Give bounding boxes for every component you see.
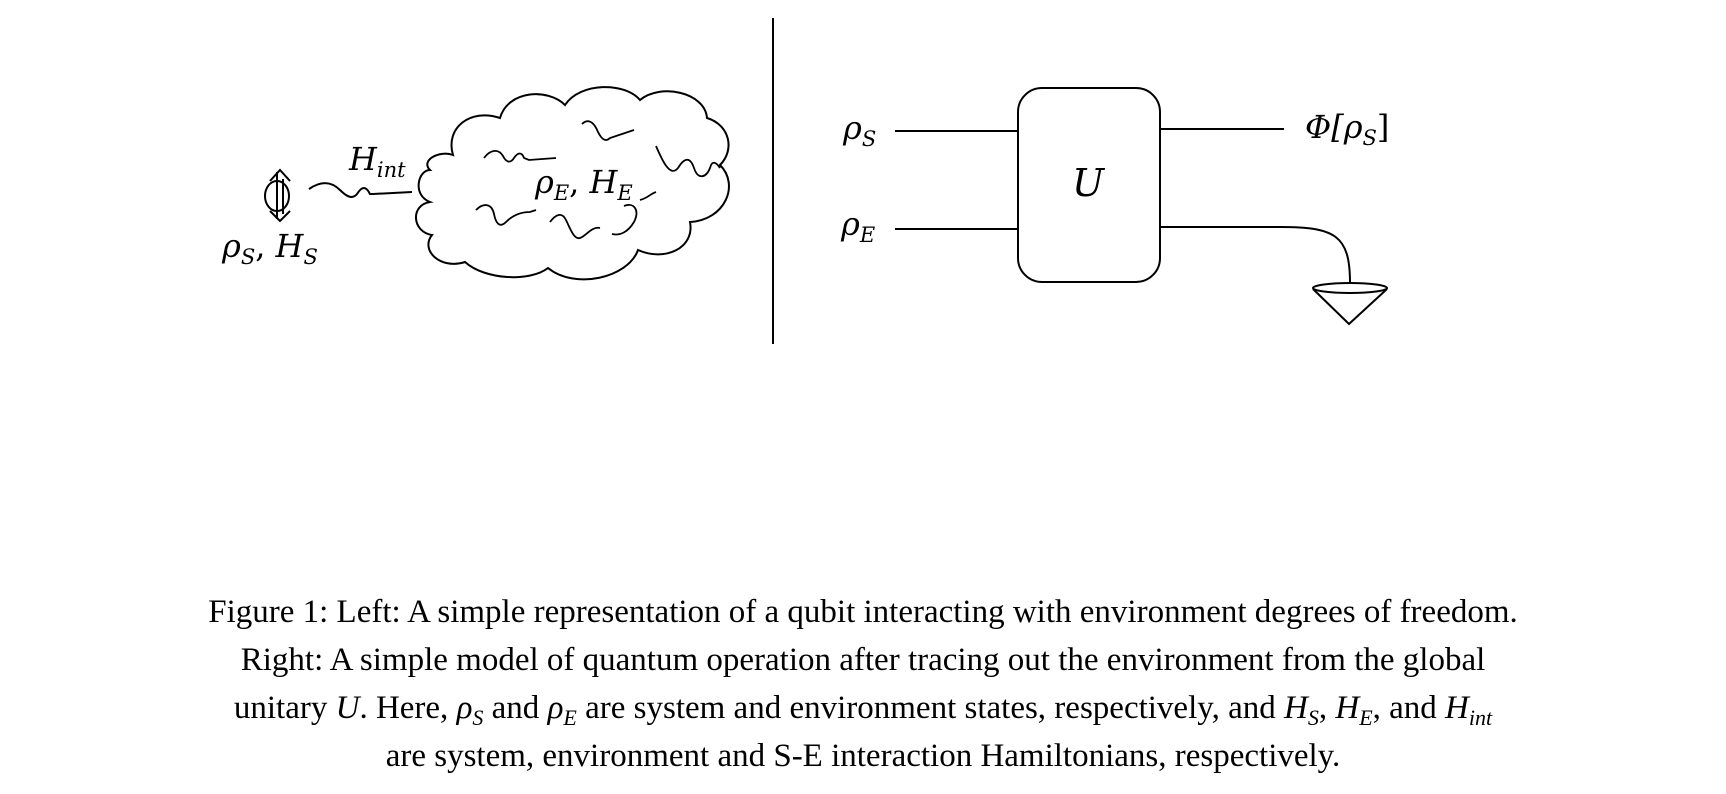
unitary-label: U <box>1072 161 1106 205</box>
right-panel <box>895 87 1388 326</box>
environment-input-label: ρE <box>840 205 875 247</box>
interaction-squiggle <box>308 182 413 198</box>
environment-label: ρE, HE <box>534 163 633 205</box>
figure-caption: Figure 1: Left: A simple representation … <box>20 588 1706 780</box>
interaction-label: Hint <box>348 140 406 182</box>
environment-squiggles <box>475 120 721 240</box>
environment-cloud <box>415 86 730 281</box>
unitary-box <box>1017 87 1161 283</box>
system-input-label: ρS <box>842 109 876 151</box>
left-panel <box>264 86 730 281</box>
caption-line-4: are system, environment and S-E interact… <box>385 738 1341 774</box>
caption-line-3: unitary U. Here, ρS and ρE are system an… <box>233 690 1493 730</box>
caption-line-1: Figure 1: Left: A simple representation … <box>208 594 1518 630</box>
system-label: ρS, HS <box>221 227 318 269</box>
environment-output-wire <box>1160 226 1351 284</box>
output-label: Φ[ρS] <box>1305 108 1389 150</box>
trash-cone-icon <box>1312 282 1388 326</box>
qubit-icon <box>264 168 291 223</box>
caption-line-2: Right: A simple model of quantum operati… <box>240 642 1486 678</box>
